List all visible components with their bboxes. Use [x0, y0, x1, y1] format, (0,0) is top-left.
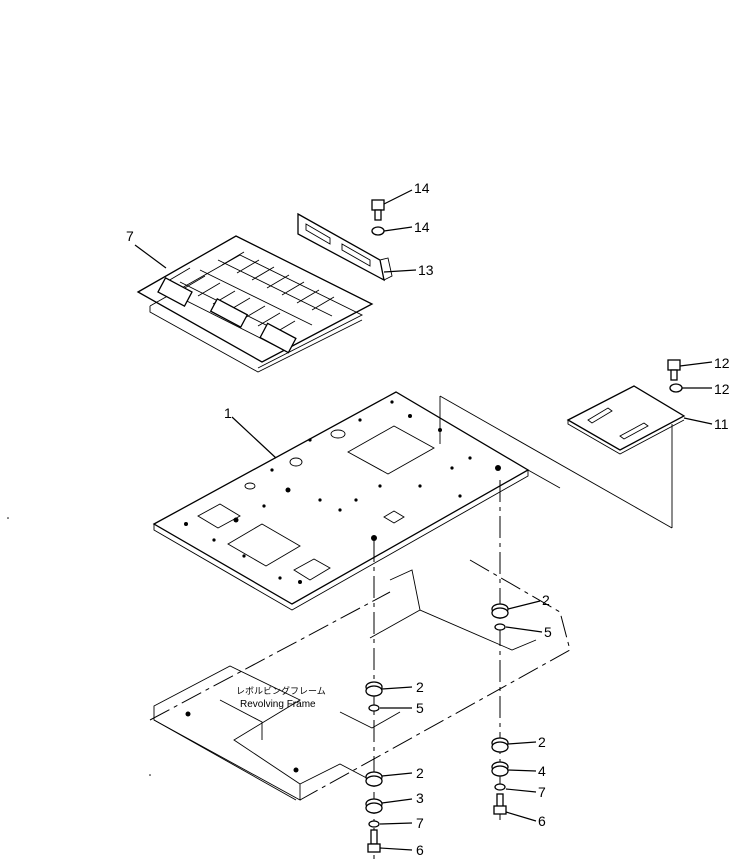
callout-2-right-lower: 2 — [538, 734, 546, 750]
callout-1: 1 — [224, 405, 232, 421]
callout-8: 7 — [126, 228, 134, 244]
bolt-6-left[interactable] — [367, 829, 413, 853]
floor-mat-part[interactable] — [134, 235, 374, 373]
floor-plate-part[interactable] — [152, 391, 530, 611]
side-cover-part[interactable] — [297, 212, 417, 282]
callout-4: 4 — [538, 763, 546, 779]
cushion-2-right-upper[interactable] — [491, 600, 541, 619]
collar-3-part[interactable] — [365, 798, 413, 814]
washer-7-right[interactable] — [494, 783, 537, 793]
inspection-cover-part[interactable] — [566, 385, 713, 455]
cushion-2-left-upper[interactable] — [365, 681, 413, 697]
cushion-2-left-lower[interactable] — [365, 771, 413, 787]
callout-5-left: 5 — [416, 700, 424, 716]
callout-12: 13 — [418, 262, 434, 278]
collar-4-part[interactable] — [491, 761, 537, 777]
callout-3: 3 — [416, 790, 424, 806]
callout-9: 11 — [714, 416, 729, 432]
callout-6-left: 6 — [416, 842, 424, 858]
callout-5-right: 5 — [544, 624, 552, 640]
bolt-6-right[interactable] — [493, 793, 537, 822]
washer-7-left[interactable] — [368, 820, 413, 828]
washer-14-part[interactable] — [371, 226, 413, 236]
callout-2-right-upper: 2 — [542, 592, 550, 608]
callout-10: 12 — [714, 355, 730, 371]
callout-7-right: 7 — [538, 784, 546, 800]
bolt-10-part[interactable] — [667, 359, 713, 381]
callout-2-left-upper: 2 — [416, 679, 424, 695]
bolt-13-part[interactable] — [371, 189, 413, 221]
callout-2-left-lower: 2 — [416, 765, 424, 781]
callout-11: 12 — [714, 381, 730, 397]
frame-label-japanese: レボルビングフレーム — [236, 685, 326, 697]
washer-11-part[interactable] — [669, 383, 712, 393]
frame-label-english: Revolving Frame — [240, 699, 316, 710]
revolving-frame — [149, 559, 571, 801]
cushion-2-right-lower[interactable] — [491, 737, 537, 753]
washer-5-left[interactable] — [368, 704, 412, 712]
callout-14: 14 — [414, 219, 430, 235]
washer-5-right[interactable] — [494, 623, 543, 633]
callout-13: 14 — [414, 180, 430, 196]
callout-6-right: 6 — [538, 813, 546, 829]
callout-7-left: 7 — [416, 815, 424, 831]
